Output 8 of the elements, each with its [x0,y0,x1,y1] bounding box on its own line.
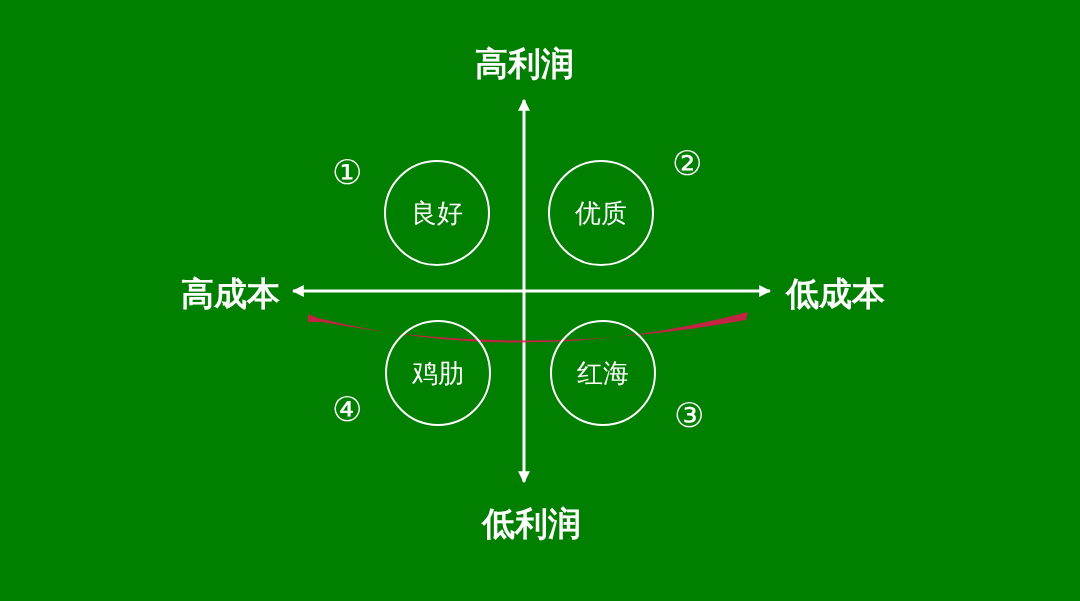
axis-label: 高成本 [180,276,280,310]
axis-label: 高利润 [474,46,574,80]
quadrant-number: ④ [332,392,362,426]
quadrant-number: ① [332,155,362,189]
quadrant-number: ② [672,146,702,180]
axis-label: 低成本 [785,276,885,310]
axis-label: 低利润 [481,506,581,540]
quadrant-number: ③ [674,398,704,432]
